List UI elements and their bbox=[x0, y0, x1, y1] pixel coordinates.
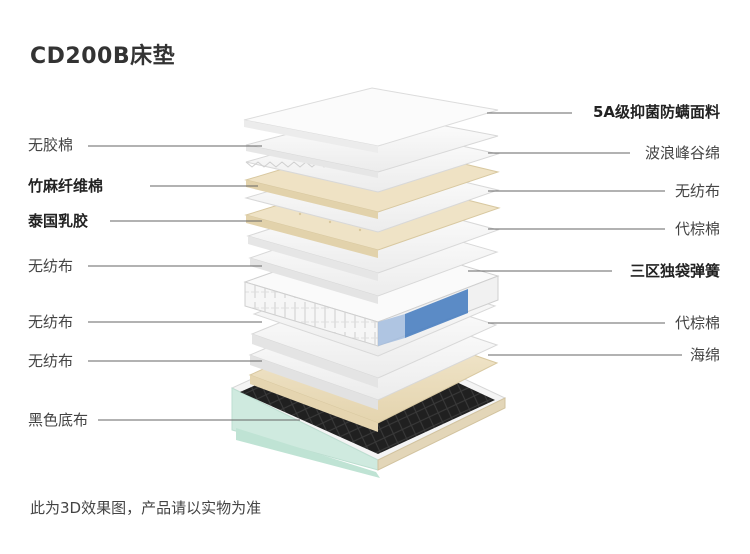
label-thai-latex: 泰国乳胶 bbox=[28, 212, 89, 230]
layer-top-fabric bbox=[243, 87, 499, 147]
label-nonwoven-2: 无纺布 bbox=[28, 313, 74, 331]
label-pocket-springs: 三区独袋弹簧 bbox=[629, 262, 720, 280]
label-nonwoven-1: 无纺布 bbox=[28, 257, 74, 275]
label-palm-1: 代棕棉 bbox=[674, 220, 720, 238]
label-antibacterial-fabric: 5A级抑菌防螨面料 bbox=[592, 103, 720, 121]
label-wave-foam: 波浪峰谷绵 bbox=[644, 144, 720, 162]
label-palm-2: 代棕棉 bbox=[674, 314, 720, 332]
label-nonwoven-top: 无纺布 bbox=[674, 182, 720, 200]
disclaimer-footer: 此为3D效果图，产品请以实物为准 bbox=[30, 499, 262, 517]
label-no-glue-cotton: 无胶棉 bbox=[28, 136, 74, 154]
label-black-base-fabric: 黑色底布 bbox=[28, 411, 89, 429]
leader-lines-right bbox=[468, 112, 682, 356]
leader-lines-left bbox=[88, 145, 300, 421]
page-title: CD200B床垫 bbox=[30, 44, 176, 69]
label-sponge: 海绵 bbox=[689, 346, 720, 364]
pocket-spring-unit bbox=[243, 237, 500, 347]
label-bamboo-fiber: 竹麻纤维棉 bbox=[28, 177, 104, 195]
label-nonwoven-3: 无纺布 bbox=[28, 352, 74, 370]
